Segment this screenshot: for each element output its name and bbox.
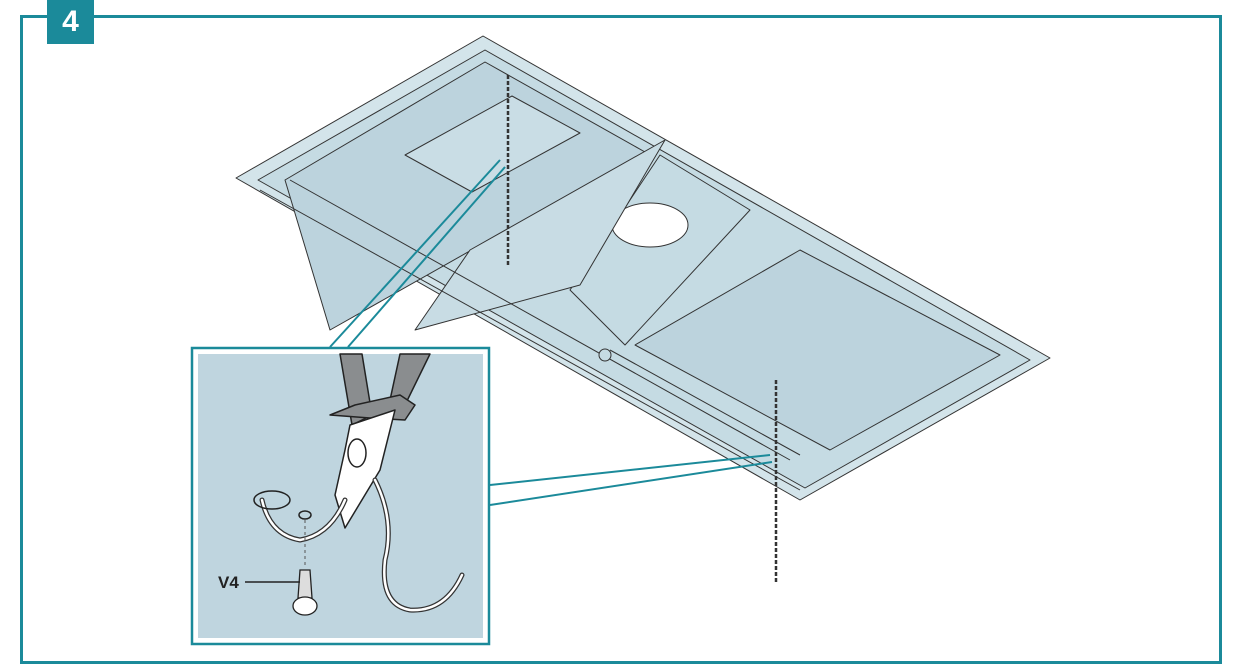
step-number-badge: 4 <box>47 0 94 44</box>
hood-panel <box>235 35 1051 501</box>
cutting-pliers <box>329 353 431 529</box>
mounting-hole <box>253 490 291 510</box>
screw-label: V4 <box>218 573 239 592</box>
screw-v4-icon <box>292 569 318 616</box>
callout-leaders <box>329 159 773 506</box>
step-frame <box>20 15 1222 664</box>
detail-inset: V4 <box>190 346 491 646</box>
